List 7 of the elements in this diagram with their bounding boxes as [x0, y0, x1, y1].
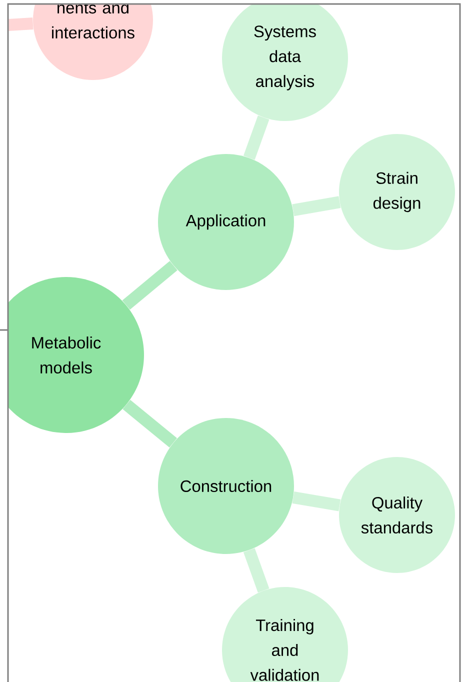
connector: [8, 18, 34, 31]
connector: [243, 548, 270, 593]
connector: [122, 260, 178, 310]
connector: [292, 196, 341, 216]
connector: [122, 400, 178, 448]
connector: [243, 115, 270, 160]
connector: [292, 491, 341, 512]
